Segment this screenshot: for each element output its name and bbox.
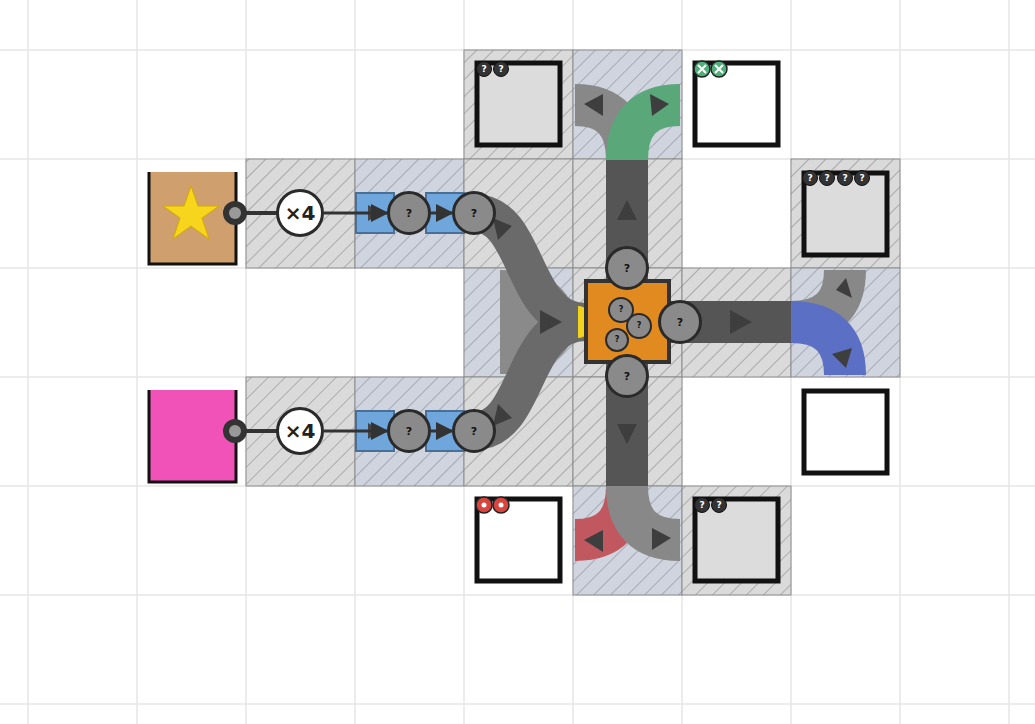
gear-circle: ×4: [276, 189, 324, 237]
badge: ?: [711, 497, 727, 513]
node-text: ?: [624, 263, 630, 274]
node-text: ?: [406, 426, 412, 437]
gear-circle: ?: [626, 313, 652, 339]
targets: [477, 63, 887, 581]
gear-circle: ×4: [276, 407, 324, 455]
badge: ?: [493, 61, 509, 77]
badge: ?: [802, 170, 818, 186]
gear-circle: ?: [658, 300, 702, 344]
badge-text: ?: [481, 65, 486, 74]
gear-circle: ?: [605, 354, 649, 398]
badge: ?: [694, 497, 710, 513]
badges: [476, 61, 727, 513]
badge: ?: [476, 61, 492, 77]
badge-text: ?: [842, 174, 847, 183]
gear-circle: ?: [605, 328, 629, 352]
node-text: ?: [619, 306, 624, 314]
connector: [324, 212, 387, 215]
node-text: ?: [406, 208, 412, 219]
node-text: ?: [624, 371, 630, 382]
badge: ?: [837, 170, 853, 186]
connector: [431, 430, 452, 433]
center-splitter: [578, 281, 669, 362]
gear-circle: ?: [605, 246, 649, 290]
connector: [431, 212, 452, 215]
node-text: ×4: [285, 203, 316, 223]
node-text: ?: [637, 322, 642, 330]
gear-circle: ?: [387, 409, 431, 453]
badge: ?: [819, 170, 835, 186]
badge-text: ?: [498, 65, 503, 74]
badge-text: ?: [824, 174, 829, 183]
badge-text: ?: [716, 501, 721, 510]
node-text: ×4: [285, 421, 316, 441]
connector: [324, 430, 387, 433]
node-text: ?: [615, 336, 620, 344]
gear-circle: ?: [452, 409, 496, 453]
badge-text: ?: [699, 501, 704, 510]
badge: ?: [854, 170, 870, 186]
gear-circle: ?: [452, 191, 496, 235]
node-text: ?: [677, 317, 683, 328]
badge-text: ?: [807, 174, 812, 183]
pipe-arrows: [493, 94, 852, 552]
sources: [148, 172, 278, 483]
badge-text: ?: [859, 174, 864, 183]
pipes: [474, 105, 845, 540]
node-text: ?: [471, 426, 477, 437]
gear-circle: ?: [387, 191, 431, 235]
node-text: ?: [471, 208, 477, 219]
tiles: [246, 50, 900, 595]
